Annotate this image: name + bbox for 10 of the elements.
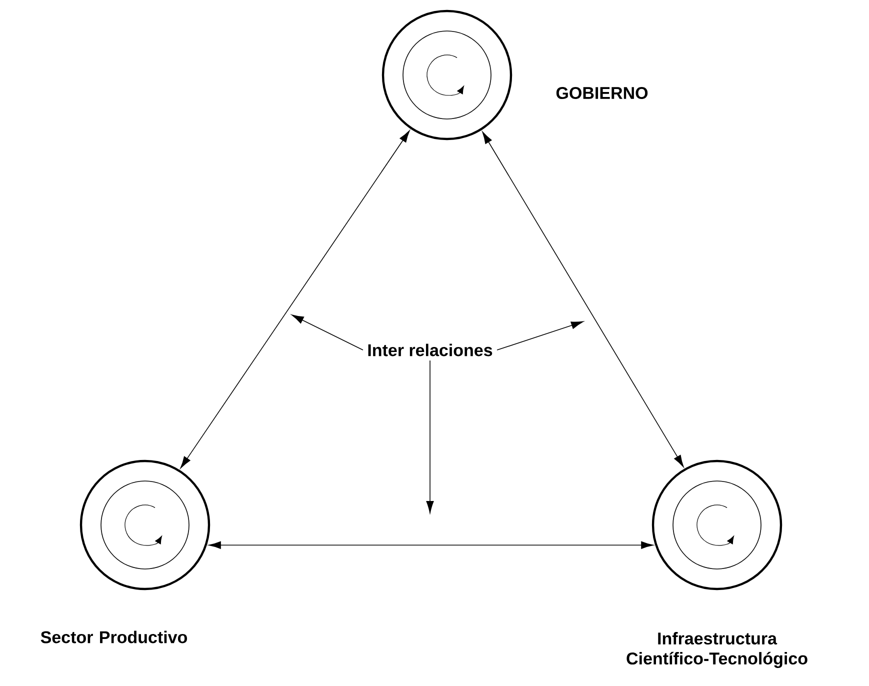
leader-arrow (292, 314, 364, 350)
leader-arrow (426, 360, 434, 514)
callout-text: Inter relaciones (368, 344, 492, 356)
node-label: Infraestructura Científico-Tecnológico (626, 632, 808, 668)
arrow (208, 541, 654, 549)
leader-arrow (496, 321, 584, 350)
arrow (180, 130, 410, 468)
node-label: Sector Productivo (40, 630, 188, 644)
arrow (482, 132, 684, 468)
node-label: GOBIERNO (556, 86, 648, 100)
